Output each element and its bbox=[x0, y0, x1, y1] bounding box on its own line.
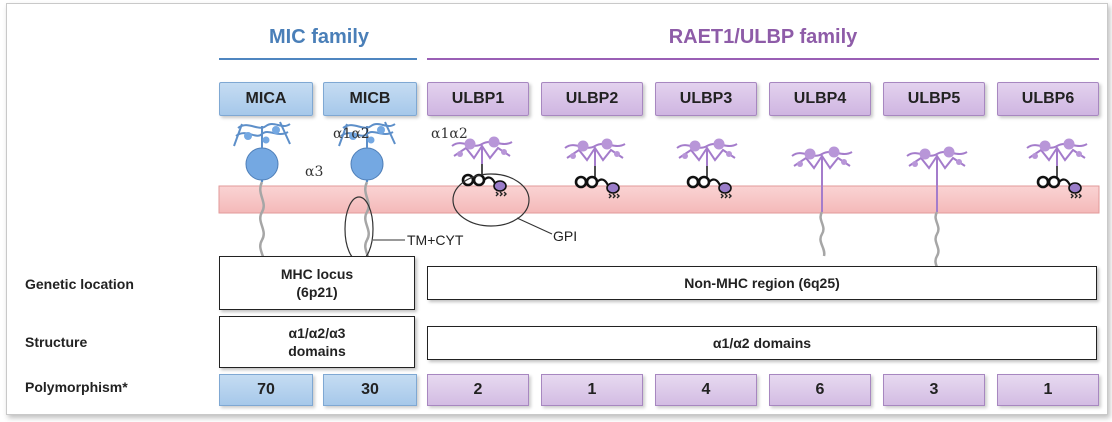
alpha1alpha2-mic-label: α1α2 bbox=[333, 126, 370, 142]
mic-family-underline bbox=[219, 58, 417, 60]
cell-membrane bbox=[218, 185, 1100, 214]
gene-box-ulbp3: ULBP3 bbox=[655, 82, 757, 116]
mic-domains-box: α1/α2/α3 domains bbox=[219, 316, 415, 368]
polymorphism-ulbp1: 2 bbox=[427, 374, 529, 406]
non-mhc-region-box: Non-MHC region (6q25) bbox=[427, 266, 1097, 300]
ulbp3-domain-icon bbox=[676, 137, 738, 167]
polymorphism-ulbp2: 1 bbox=[541, 374, 643, 406]
mhc-locus-line1: MHC locus bbox=[280, 266, 354, 282]
polymorphism-mica: 70 bbox=[219, 374, 313, 406]
ulbp2-domain-icon bbox=[564, 137, 626, 167]
polymorphism-ulbp4: 6 bbox=[769, 374, 871, 406]
gpi-highlight-ellipse bbox=[452, 173, 530, 227]
alpha1alpha2-ulbp-label: α1α2 bbox=[431, 126, 468, 142]
gpi-label: GPI bbox=[553, 228, 578, 244]
ulbp4-domain-icon bbox=[791, 145, 853, 175]
mic-domains-line2: domains bbox=[288, 343, 346, 359]
ulbp-domains-box: α1/α2 domains bbox=[427, 326, 1097, 360]
polymorphism-micb: 30 bbox=[323, 374, 417, 406]
gpi-leader-line bbox=[516, 217, 553, 235]
polymorphism-ulbp3: 4 bbox=[655, 374, 757, 406]
gene-box-micb: MICB bbox=[323, 82, 417, 116]
mhc-locus-box: MHC locus (6p21) bbox=[219, 256, 415, 310]
raet-family-underline bbox=[427, 58, 1099, 60]
diagram-canvas: MIC family RAET1/ULBP family MICA MICB U… bbox=[6, 3, 1108, 415]
polymorphism-ulbp6: 1 bbox=[997, 374, 1099, 406]
genetic-location-label: Genetic location bbox=[25, 276, 134, 292]
polymorphism-label: Polymorphism* bbox=[25, 379, 128, 395]
gene-box-ulbp4: ULBP4 bbox=[769, 82, 871, 116]
mic-domains-line1: α1/α2/α3 bbox=[288, 325, 346, 341]
tm-cyt-label: TM+CYT bbox=[407, 232, 464, 248]
gene-box-mica: MICA bbox=[219, 82, 313, 116]
gene-box-ulbp5: ULBP5 bbox=[883, 82, 985, 116]
gene-box-ulbp2: ULBP2 bbox=[541, 82, 643, 116]
mic-family-title: MIC family bbox=[268, 26, 370, 48]
gene-box-ulbp1: ULBP1 bbox=[427, 82, 529, 116]
mhc-locus-line2: (6p21) bbox=[296, 284, 338, 300]
structure-label: Structure bbox=[25, 334, 88, 350]
protein-structure-diagram bbox=[218, 120, 1100, 280]
alpha3-label: α3 bbox=[305, 164, 324, 180]
ulbp6-domain-icon bbox=[1026, 137, 1088, 167]
ulbp5-domain-icon bbox=[906, 145, 968, 175]
raet-family-title: RAET1/ULBP family bbox=[668, 26, 858, 48]
polymorphism-ulbp5: 3 bbox=[883, 374, 985, 406]
gene-box-ulbp6: ULBP6 bbox=[997, 82, 1099, 116]
